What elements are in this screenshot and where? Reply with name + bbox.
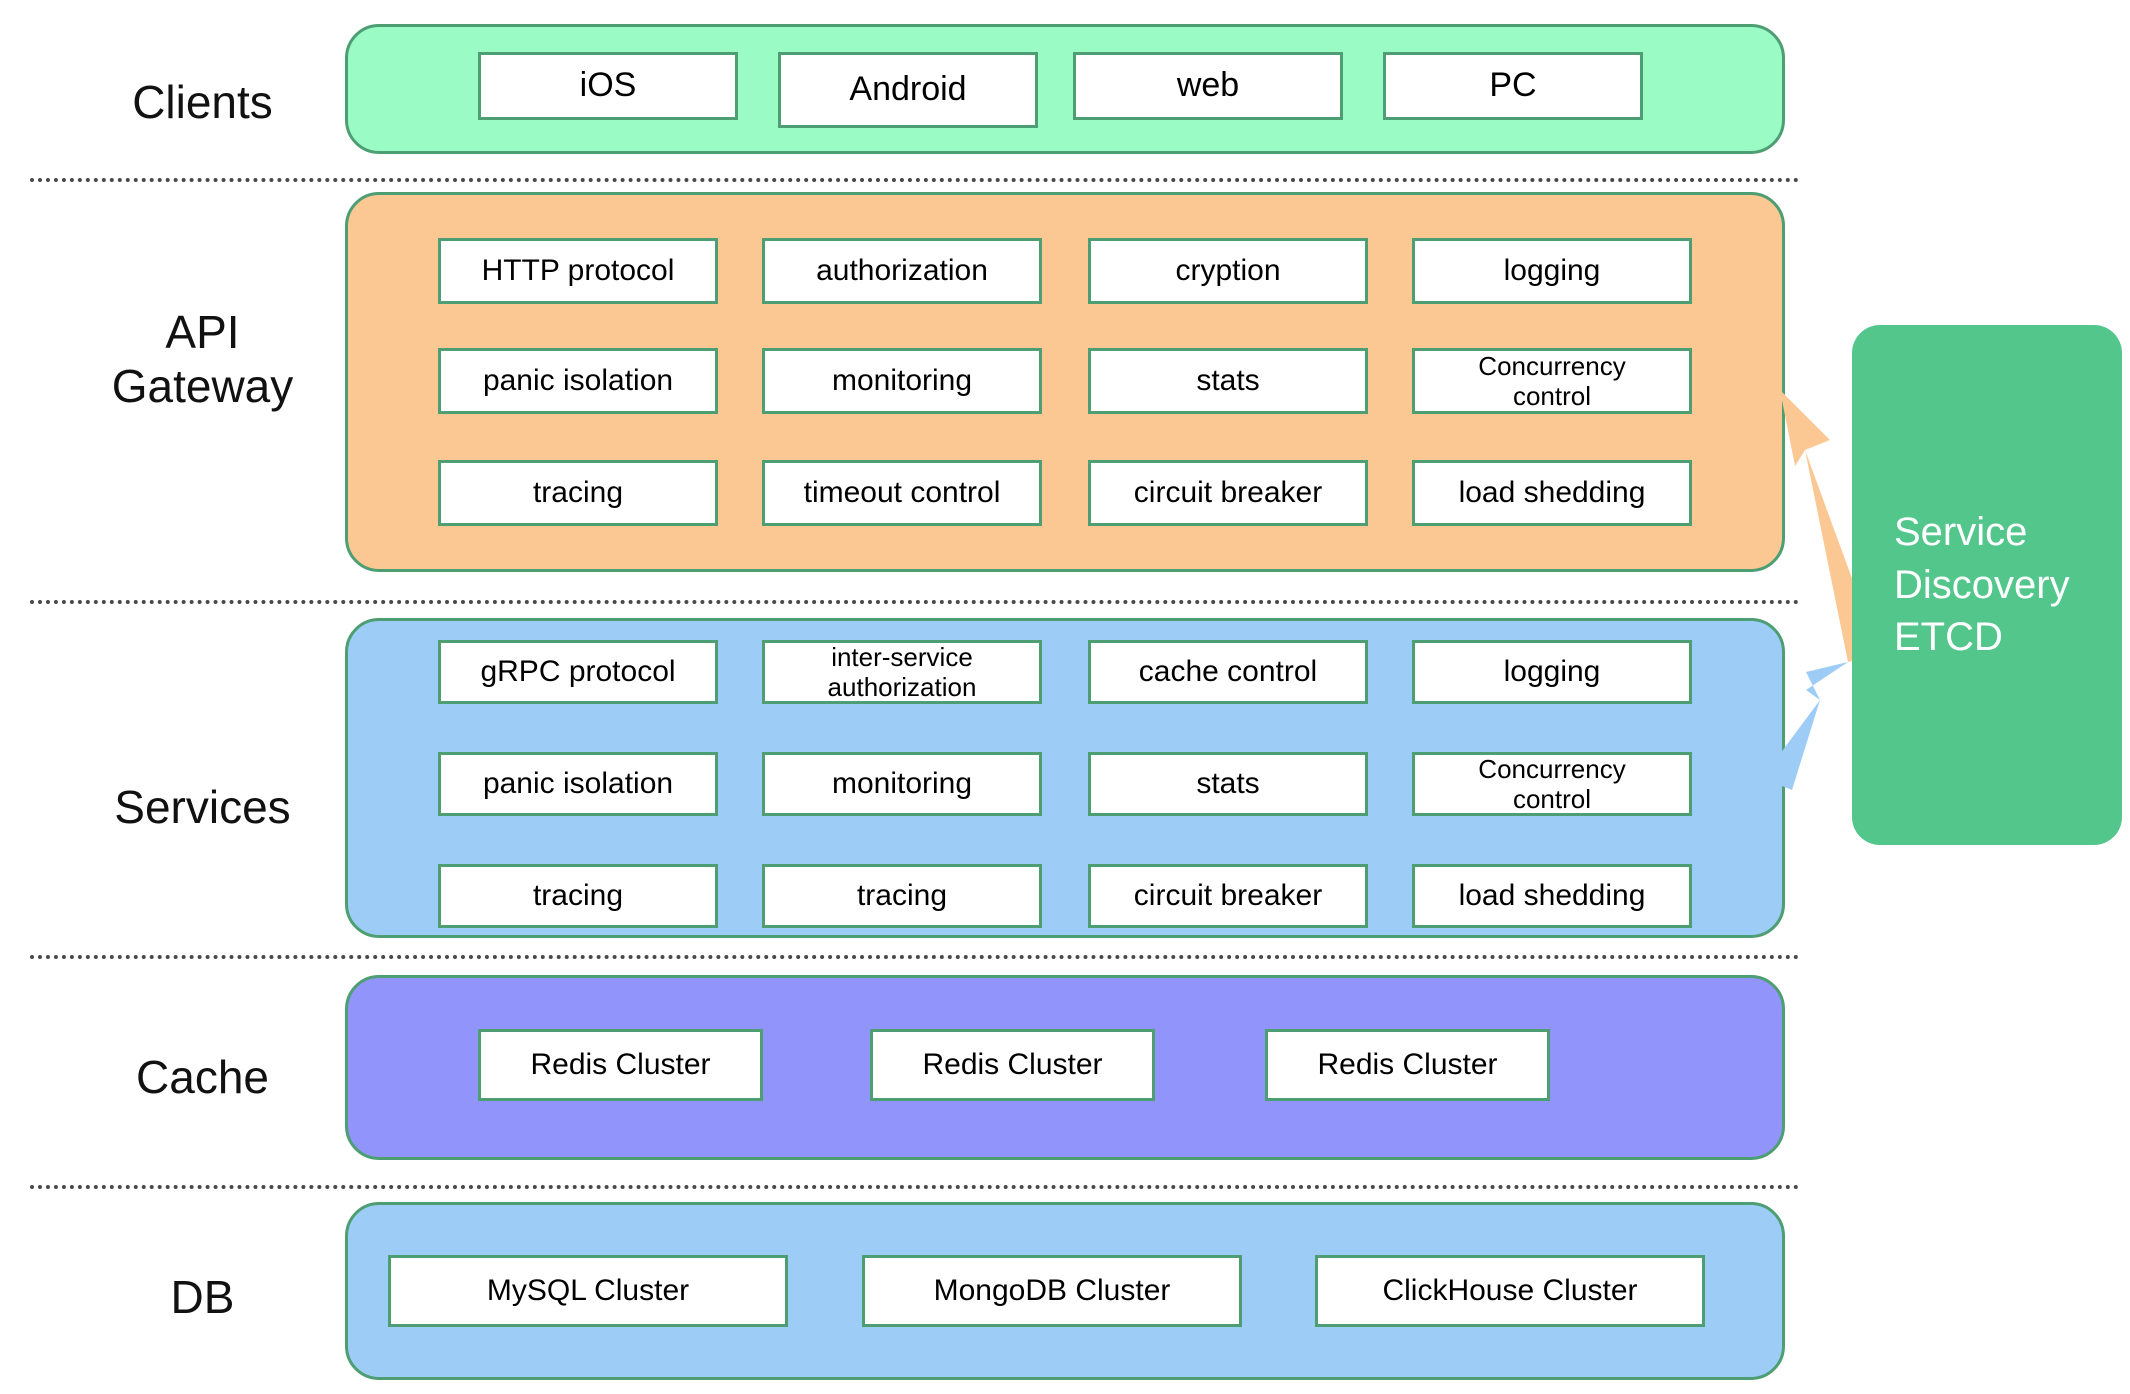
chip-client-web[interactable]: web	[1073, 52, 1343, 120]
tier-label-api-gateway: API Gateway	[111, 306, 294, 413]
chip-service-grpc-protocol[interactable]: gRPC protocol	[438, 640, 718, 704]
separator-gateway-services	[30, 600, 1800, 604]
separator-services-cache	[30, 955, 1800, 959]
chip-client-ios[interactable]: iOS	[478, 52, 738, 120]
chip-cache-redis-3[interactable]: Redis Cluster	[1265, 1029, 1550, 1101]
chip-client-android[interactable]: Android	[778, 52, 1038, 128]
chip-service-logging[interactable]: logging	[1412, 640, 1692, 704]
chip-gateway-timeout-control[interactable]: timeout control	[762, 460, 1042, 526]
chip-gateway-stats[interactable]: stats	[1088, 348, 1368, 414]
tier-label-clients: Clients	[132, 76, 273, 128]
tier-label-cache: Cache	[136, 1051, 269, 1103]
chip-client-pc[interactable]: PC	[1383, 52, 1643, 120]
separator-cache-db	[30, 1185, 1800, 1189]
chip-service-tracing-2[interactable]: tracing	[762, 864, 1042, 928]
chip-db-mysql-cluster[interactable]: MySQL Cluster	[388, 1255, 788, 1327]
chip-service-stats[interactable]: stats	[1088, 752, 1368, 816]
chip-gateway-authorization[interactable]: authorization	[762, 238, 1042, 304]
chip-gateway-concurrency-control[interactable]: Concurrency control	[1412, 348, 1692, 414]
chip-db-clickhouse-cluster[interactable]: ClickHouse Cluster	[1315, 1255, 1705, 1327]
chip-cache-redis-2[interactable]: Redis Cluster	[870, 1029, 1155, 1101]
chip-gateway-monitoring[interactable]: monitoring	[762, 348, 1042, 414]
chip-gateway-cryption[interactable]: cryption	[1088, 238, 1368, 304]
chip-service-load-shedding[interactable]: load shedding	[1412, 864, 1692, 928]
chip-service-tracing-1[interactable]: tracing	[438, 864, 718, 928]
chip-service-panic-isolation[interactable]: panic isolation	[438, 752, 718, 816]
chip-gateway-load-shedding[interactable]: load shedding	[1412, 460, 1692, 526]
chip-service-concurrency-control[interactable]: Concurrency control	[1412, 752, 1692, 816]
chip-db-mongodb-cluster[interactable]: MongoDB Cluster	[862, 1255, 1242, 1327]
chip-service-circuit-breaker[interactable]: circuit breaker	[1088, 864, 1368, 928]
service-discovery-label: Service Discovery ETCD	[1894, 509, 2070, 660]
service-discovery-panel[interactable]: Service Discovery ETCD	[1852, 325, 2122, 845]
tier-label-db: DB	[170, 1271, 235, 1323]
chip-cache-redis-1[interactable]: Redis Cluster	[478, 1029, 763, 1101]
chip-gateway-logging[interactable]: logging	[1412, 238, 1692, 304]
chip-gateway-http-protocol[interactable]: HTTP protocol	[438, 238, 718, 304]
chip-service-cache-control[interactable]: cache control	[1088, 640, 1368, 704]
separator-clients-gateway	[30, 178, 1800, 182]
chip-service-monitoring[interactable]: monitoring	[762, 752, 1042, 816]
chip-gateway-panic-isolation[interactable]: panic isolation	[438, 348, 718, 414]
tier-label-services: Services	[114, 781, 291, 833]
chip-gateway-circuit-breaker[interactable]: circuit breaker	[1088, 460, 1368, 526]
chip-gateway-tracing[interactable]: tracing	[438, 460, 718, 526]
chip-service-inter-service-authorization[interactable]: inter-service authorization	[762, 640, 1042, 704]
